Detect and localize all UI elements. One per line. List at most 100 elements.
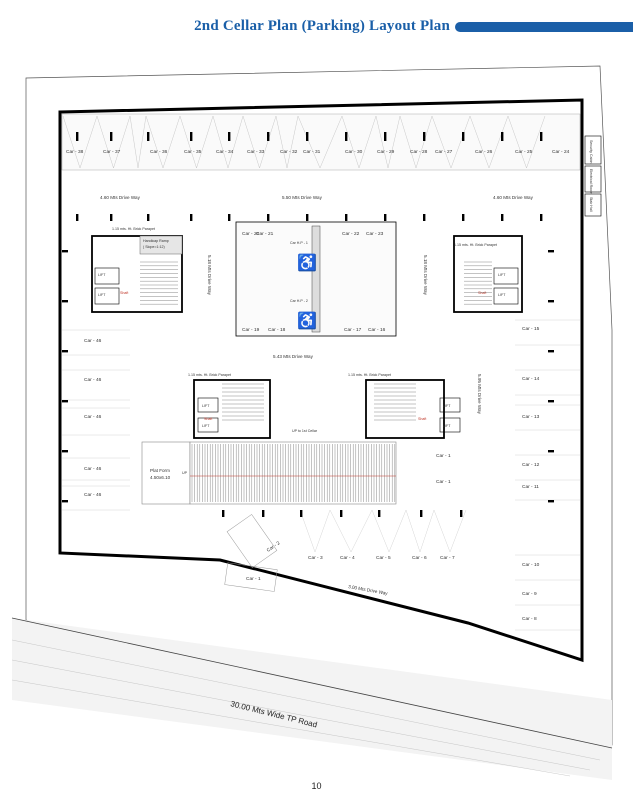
driveway-bottom: 3.00 Mts Drive Way (348, 584, 389, 596)
car-left-5: Car - 46 (84, 492, 102, 498)
column (62, 300, 68, 303)
left-lift-2: LIFT (98, 293, 106, 297)
side-box-1: Security Cabin (589, 140, 593, 163)
hp-label-1: Car H.P - 1 (290, 241, 308, 245)
car-right-1: Car - 15 (522, 326, 540, 332)
car-top-15: Car - 24 (552, 149, 570, 155)
column (423, 132, 426, 141)
column (262, 510, 265, 517)
car-center-top-1: Car - 20 (242, 231, 260, 237)
column (306, 214, 309, 221)
column (548, 300, 554, 303)
bay-marking (329, 509, 373, 553)
car-center-top-2: Car - 21 (256, 231, 274, 237)
column (267, 132, 270, 141)
bay-marking (375, 115, 401, 169)
column (190, 132, 193, 141)
column (345, 214, 348, 221)
mid-right-lift-2: LIFT (443, 424, 451, 428)
bay-marking (145, 115, 181, 169)
mid-right-core (365, 379, 461, 439)
car-center-bottom-4: Car - 16 (368, 327, 386, 333)
car-angled-1: Car - 1 (246, 576, 261, 582)
column (340, 510, 343, 517)
driveway-right-vertical: 5.18 Mts Drive Way (423, 255, 428, 296)
angled-bay (224, 562, 278, 592)
car-bottom-3: Car - 5 (376, 555, 391, 561)
bay-marking (433, 509, 467, 553)
column (384, 214, 387, 221)
car-left-4: Car - 46 (84, 466, 102, 472)
car-right-inner-1: Car - 1 (436, 453, 451, 459)
car-right-5: Car - 11 (522, 484, 539, 490)
mid-right-shaft: Shaft (418, 417, 426, 421)
bay-marking (371, 509, 407, 553)
mid-left-lift-2: LIFT (202, 424, 210, 428)
side-boxes (584, 135, 602, 217)
driveway-top-right: 4.60 Mts Drive Way (493, 195, 534, 200)
car-top-9: Car - 30 (345, 149, 363, 155)
column (222, 510, 225, 517)
column (423, 214, 426, 221)
angled-bay (226, 514, 278, 569)
car-top-7: Car - 32 (280, 149, 298, 155)
car-right-2: Car - 14 (522, 376, 540, 382)
column (228, 132, 231, 141)
column (62, 500, 68, 503)
bay-marking (179, 115, 214, 169)
parapet-top-left: 1.15 mts. Ht. Brick Parapet (112, 227, 155, 231)
right-lift-2: LIFT (498, 293, 506, 297)
hp-label-2: Car H.P - 2 (290, 299, 308, 303)
column (378, 510, 381, 517)
car-center-bottom-1: Car - 19 (242, 327, 260, 333)
column (228, 214, 231, 221)
right-core (453, 235, 523, 313)
page-title: 2nd Cellar Plan (Parking) Layout Plan (194, 18, 450, 34)
cellar-access: UP to 1st Cellar (292, 429, 318, 433)
column (548, 350, 554, 353)
car-top-1: Car - 38 (66, 149, 84, 155)
column (147, 132, 150, 141)
column (110, 214, 113, 221)
car-bottom-1: Car - 3 (308, 555, 323, 561)
column (300, 510, 303, 517)
parapet-top-right: 1.15 mts. Ht. Brick Parapet (454, 243, 497, 247)
bay-marking (507, 115, 546, 169)
left-core (91, 235, 183, 313)
column (540, 132, 543, 141)
bay-marking (399, 115, 433, 169)
right-lift-1: LIFT (498, 273, 506, 277)
column (384, 132, 387, 141)
column (501, 132, 504, 141)
driveway-right-side: 5.95 Mts Drive Way (477, 374, 482, 415)
car-top-5: Car - 34 (216, 149, 234, 155)
car-top-8: Car - 31 (303, 149, 321, 155)
handicap-icon-2: ♿ (297, 311, 317, 330)
column (306, 132, 309, 141)
car-top-2: Car - 37 (103, 149, 121, 155)
mid-left-core (193, 379, 271, 439)
column (62, 400, 68, 403)
car-top-6: Car - 33 (247, 149, 265, 155)
ramp-hatch (140, 261, 492, 502)
car-top-10: Car - 29 (377, 149, 395, 155)
column (147, 214, 150, 221)
car-center-top-4: Car - 23 (366, 231, 384, 237)
column (62, 450, 68, 453)
car-center-bottom-3: Car - 17 (344, 327, 362, 333)
column (190, 214, 193, 221)
column (540, 214, 543, 221)
car-left-3: Car - 46 (84, 414, 102, 420)
car-right-3: Car - 13 (522, 414, 540, 420)
car-top-14: Car - 25 (515, 149, 533, 155)
column (548, 500, 554, 503)
bay-marking (299, 509, 331, 553)
left-lift-1: LIFT (98, 273, 106, 277)
column (462, 132, 465, 141)
cellar-boundary (58, 98, 584, 663)
platform-line2: 4.50x6.10 (150, 475, 171, 480)
bay-marking (275, 115, 299, 169)
top-parking-row (61, 113, 581, 171)
